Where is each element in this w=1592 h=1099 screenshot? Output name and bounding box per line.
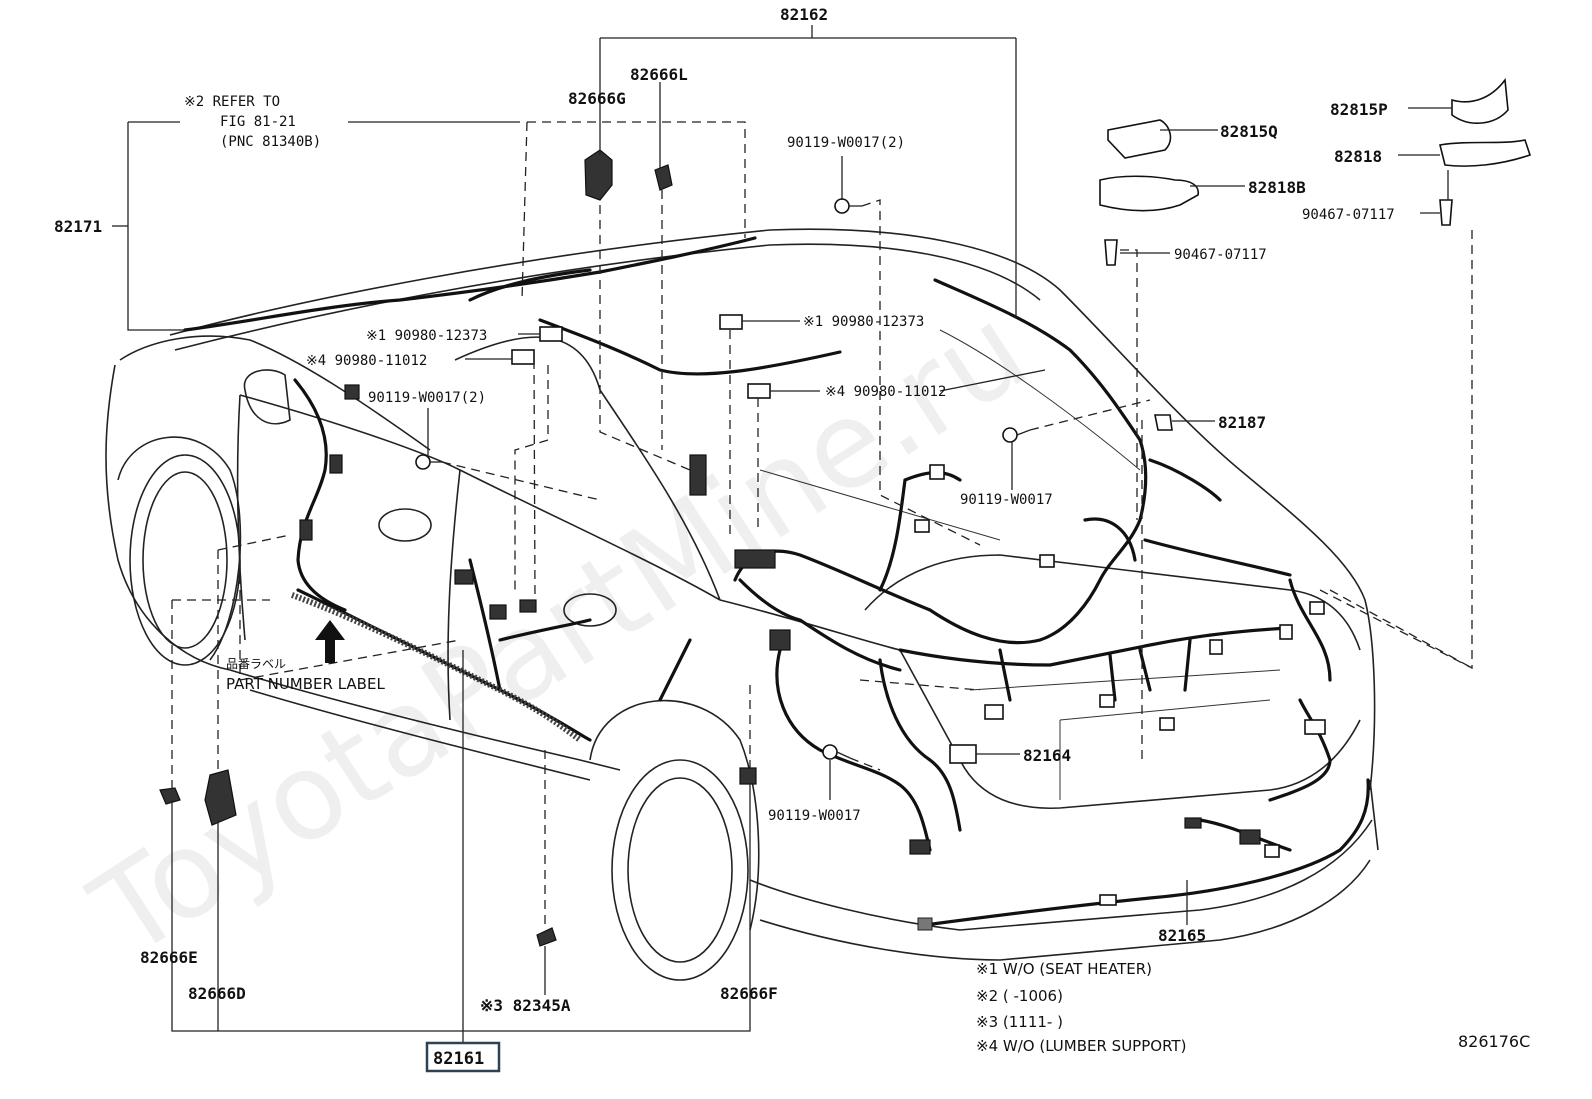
label-82666L: 82666L [630,65,688,84]
label-bolt-bottom: 90119-W0017 [768,808,861,824]
body-wire-sill [290,592,582,743]
label-82171: 82171 [54,217,102,236]
refer-line-3: (PNC 81340B) [220,134,321,150]
bolt-icon-left [415,454,442,470]
car-body [105,228,1379,981]
bolt-icon-bottom [822,744,851,760]
dashed-reference-lines [171,121,1473,930]
note-4: ※4 W/O (LUMBER SUPPORT) [976,1037,1186,1055]
label-bolt-left: 90119-W0017(2) [368,390,486,406]
label-connector-4-left: ※4 90980-11012 [306,353,427,369]
wire-harness-82171 [183,236,842,376]
label-82666F: 82666F [720,984,778,1003]
label-82162: 82162 [780,5,828,24]
label-82666D: 82666D [188,984,246,1003]
label-82818: 82818 [1334,147,1382,166]
label-bolt-right: 90119-W0017 [960,492,1053,508]
label-82815P: 82815P [1330,100,1388,119]
label-connector-1-right: ※1 90980-12373 [803,314,924,330]
label-82666E: 82666E [140,948,198,967]
label-connector-1-left: ※1 90980-12373 [366,328,487,344]
refer-line-1: ※2 REFER TO [184,94,280,110]
label-82666G: 82666G [568,89,626,108]
footnotes: ※1 W/O (SEAT HEATER) ※2 ( -1006) ※3 (111… [976,960,1186,1055]
label-82165: 82165 [1158,926,1206,945]
part-number-label-en: PART NUMBER LABEL [226,675,385,693]
part-number-label-jp: 品番ラベル [226,657,286,671]
label-clip-left: 90467-07117 [1174,247,1267,263]
note-2: ※2 ( -1006) [976,987,1063,1005]
note-1: ※1 W/O (SEAT HEATER) [976,960,1152,978]
label-82164: 82164 [1023,746,1071,765]
part-labels: 82162 82666L 82666G ※2 REFER TO FIG 81-2… [54,5,1395,1073]
leader-lines [112,25,1452,1043]
label-clip-right: 90467-07117 [1302,207,1395,223]
callout-box-82161 [425,1041,501,1073]
bolt-icon-top [834,198,862,214]
refer-line-2: FIG 81-21 [220,114,296,130]
label-82815Q: 82815Q [1220,122,1278,141]
label-82818B: 82818B [1248,178,1306,197]
label-connector-4-right: ※4 90980-11012 [825,384,946,400]
connectors [159,77,1532,947]
bolt-icon-right [1002,427,1031,443]
label-bolt-top: 90119-W0017(2) [787,135,905,151]
figure-code: 826176C [1458,1032,1530,1051]
wire-harness-82164 [775,626,1292,852]
label-82345A: ※3 82345A [480,996,571,1015]
label-82187: 82187 [1218,413,1266,432]
note-3: ※3 (1111- ) [976,1013,1063,1031]
label-82161: 82161 [433,1049,484,1069]
wire-harness-82165 [923,578,1370,927]
